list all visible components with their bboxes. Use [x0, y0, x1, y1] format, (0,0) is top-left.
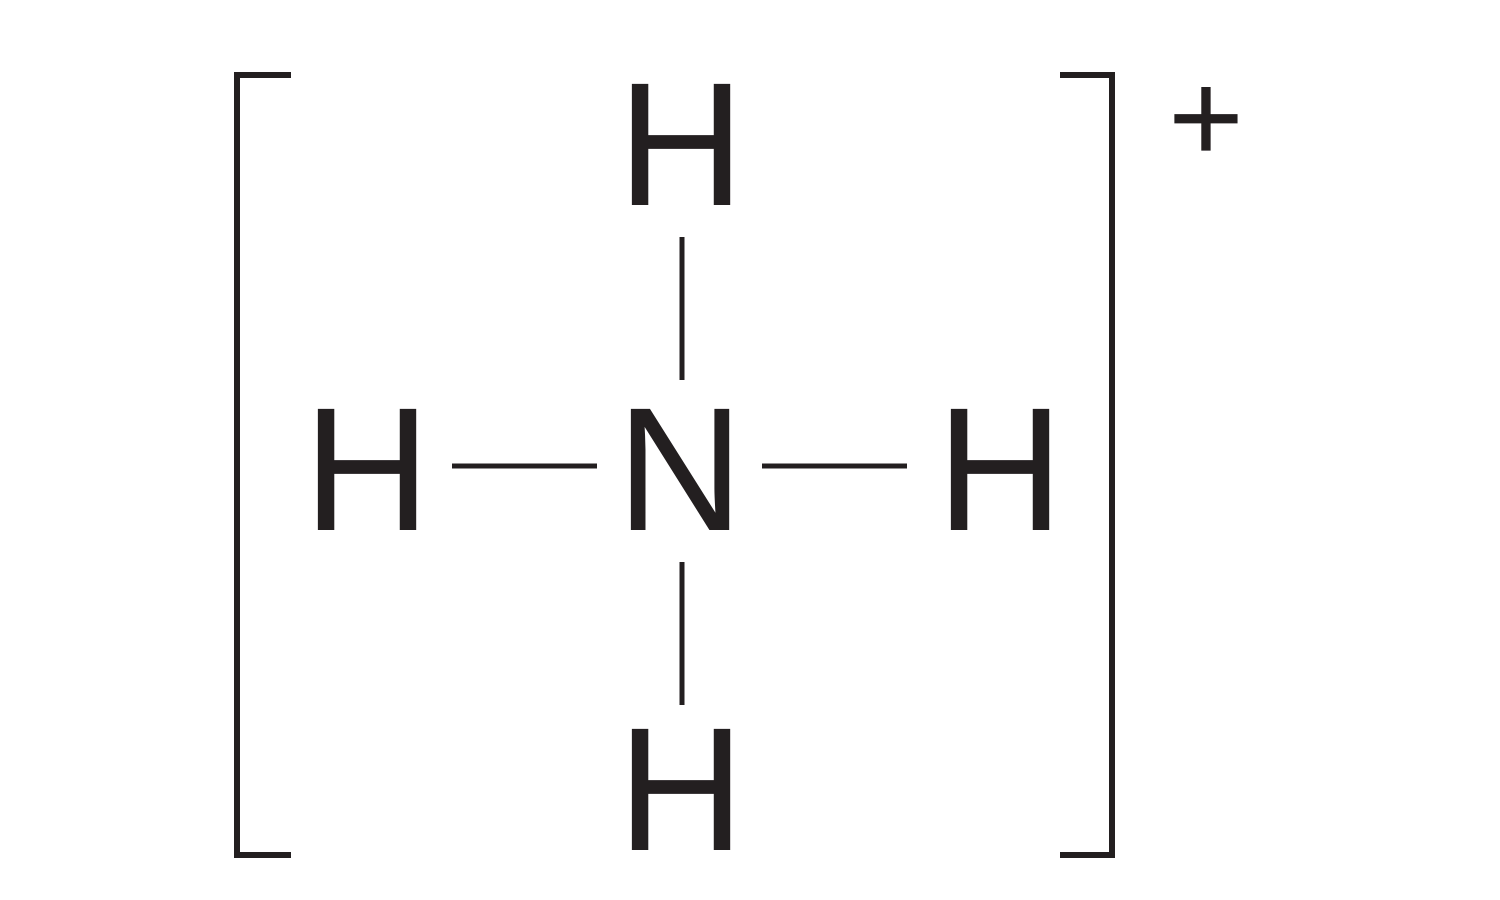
right-bracket: [1060, 72, 1115, 858]
left-bracket: [234, 72, 291, 858]
hydrogen-bottom: H: [617, 692, 744, 888]
hydrogen-top: H: [617, 47, 744, 243]
nitrogen-center: N: [616, 372, 743, 568]
charge-label: +: [1168, 44, 1244, 190]
hydrogen-left: H: [303, 372, 430, 568]
hydrogen-right: H: [936, 372, 1063, 568]
